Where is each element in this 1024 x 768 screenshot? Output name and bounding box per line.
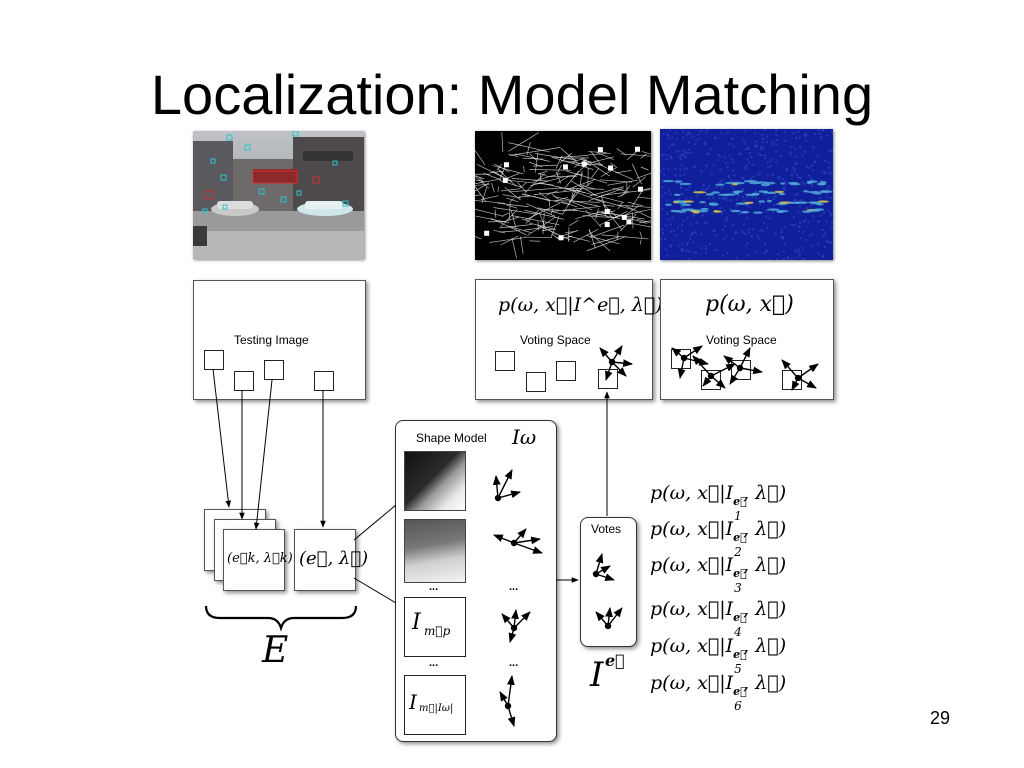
votes-symbol: I bbox=[590, 655, 604, 695]
votes-label: Votes bbox=[591, 522, 622, 536]
voting-space-panel-1: p(ω, x⃗|I^e⃗, λ⃗) Voting Space bbox=[475, 279, 663, 400]
likelihood-main: p(ω, x⃗|I bbox=[650, 482, 734, 504]
vote-box bbox=[701, 370, 721, 390]
m-last-subscript: m⃗|Iω| bbox=[419, 703, 454, 714]
voting-formula-1: p(ω, x⃗|I^e⃗, λ⃗) bbox=[498, 294, 663, 316]
likelihood-sup: e⃗ bbox=[733, 531, 747, 544]
likelihood-sub: 2 bbox=[734, 545, 742, 559]
voting-space-label-2: Voting Space bbox=[706, 333, 777, 347]
likelihood-main: p(ω, x⃗|I bbox=[650, 672, 734, 694]
vote-box bbox=[495, 351, 515, 371]
feature-patch bbox=[264, 360, 284, 380]
ellipsis: ... bbox=[509, 581, 519, 593]
feature-single-label: (e⃗, λ⃗) bbox=[299, 548, 369, 569]
model-patch-1 bbox=[404, 451, 466, 511]
match-line bbox=[353, 577, 397, 604]
likelihood-tail: , λ⃗) bbox=[743, 672, 787, 694]
slide-title: Localization: Model Matching bbox=[150, 63, 874, 126]
feature-stack-label: (e⃗k, λ⃗k) bbox=[227, 551, 293, 566]
heatmap-photo bbox=[660, 129, 833, 260]
likelihood-tail: , λ⃗) bbox=[743, 518, 787, 540]
likelihood-sub: 3 bbox=[734, 581, 742, 595]
page-number: 29 bbox=[930, 708, 951, 728]
likelihood-main: p(ω, x⃗|I bbox=[650, 554, 734, 576]
feature-patch bbox=[314, 371, 334, 391]
model-entry-m-p: I m⃗p bbox=[404, 597, 466, 657]
likelihood-main: p(ω, x⃗|I bbox=[650, 518, 734, 540]
voting-space-panel-2: p(ω, x⃗) Voting Space bbox=[660, 279, 834, 400]
street-photo bbox=[193, 131, 364, 259]
likelihood-sub: 4 bbox=[734, 625, 742, 639]
likelihood-tail: , λ⃗) bbox=[743, 598, 787, 620]
voting-formula-2: p(ω, x⃗) bbox=[705, 292, 794, 317]
feature-brace bbox=[204, 605, 358, 632]
votes-symbol-sup: e⃗ bbox=[605, 651, 625, 670]
ellipsis: ... bbox=[429, 657, 439, 669]
likelihood-sup: e⃗ bbox=[733, 567, 747, 580]
feature-patch bbox=[234, 371, 254, 391]
vote-box bbox=[782, 370, 802, 390]
vote-box bbox=[731, 360, 751, 380]
testing-image-panel: Testing Image bbox=[193, 280, 366, 400]
match-line bbox=[353, 504, 397, 541]
model-patch-2 bbox=[404, 519, 466, 583]
feature-card-stack: (e⃗k, λ⃗k) bbox=[223, 529, 293, 591]
likelihood-sup: e⃗ bbox=[733, 685, 747, 698]
likelihood-tail: , λ⃗) bbox=[743, 635, 787, 657]
testing-image-label: Testing Image bbox=[234, 333, 309, 347]
edge-votes-photo bbox=[475, 131, 651, 260]
shape-model-panel: Shape Model Iω ... I m⃗p ... I m⃗|Iω| ..… bbox=[395, 420, 557, 742]
feature-patch bbox=[204, 350, 224, 370]
likelihood-sub: 1 bbox=[734, 509, 742, 523]
likelihood-sup: e⃗ bbox=[733, 611, 747, 624]
likelihood-sup: e⃗ bbox=[733, 495, 747, 508]
voting-space-label-1: Voting Space bbox=[520, 333, 591, 347]
likelihood-main: p(ω, x⃗|I bbox=[650, 598, 734, 620]
model-entry-m-last: I m⃗|Iω| bbox=[404, 675, 466, 735]
vote-box bbox=[526, 372, 546, 392]
m-last-symbol: I bbox=[409, 690, 417, 714]
vote-box bbox=[598, 369, 618, 389]
likelihood-tail: , λ⃗) bbox=[743, 554, 787, 576]
likelihood-tail: , λ⃗) bbox=[743, 482, 787, 504]
feature-card-single: (e⃗, λ⃗) bbox=[294, 529, 368, 591]
shape-model-label: Shape Model bbox=[416, 431, 487, 445]
shape-model-symbol: Iω bbox=[512, 425, 537, 449]
feature-arrow bbox=[253, 379, 273, 530]
likelihood-main: p(ω, x⃗|I bbox=[650, 635, 734, 657]
vote-box bbox=[556, 361, 576, 381]
likelihood-sup: e⃗ bbox=[733, 648, 747, 661]
ellipsis: ... bbox=[509, 657, 519, 669]
feature-set-symbol: E bbox=[262, 630, 289, 671]
votes-panel: Votes bbox=[580, 517, 637, 647]
likelihood-sub: 5 bbox=[734, 662, 742, 676]
m-p-symbol: I bbox=[412, 610, 421, 635]
m-p-subscript: m⃗p bbox=[424, 624, 451, 638]
vote-box bbox=[671, 349, 691, 369]
ellipsis: ... bbox=[429, 581, 439, 593]
likelihood-sub: 6 bbox=[734, 699, 742, 713]
